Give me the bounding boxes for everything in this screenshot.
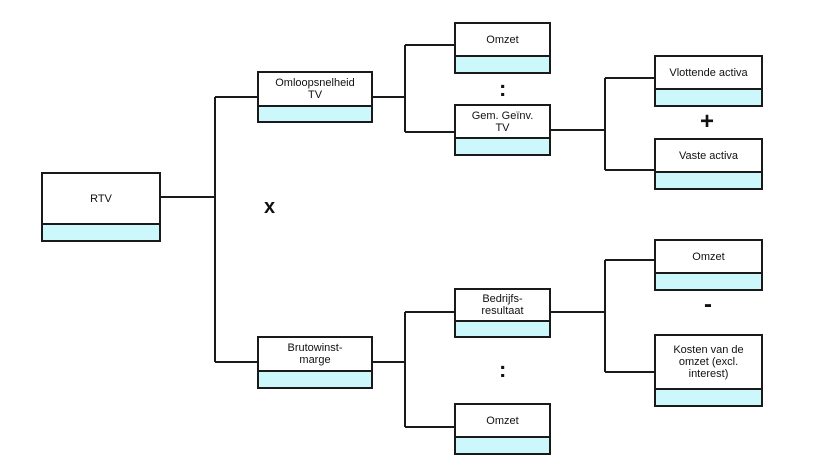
connector-bedrijfsresultaat (550, 259, 655, 373)
node-gem-geinv: Gem. Geïnv. TV (454, 104, 551, 156)
node-omzet-bottom-label: Omzet (486, 414, 519, 427)
node-omzet-bottom-value (456, 436, 549, 453)
node-brutowinstmarge-label: Brutowinst- marge (287, 342, 343, 366)
node-omzet-right-label: Omzet (692, 250, 725, 263)
operator-plus: + (700, 108, 715, 135)
node-kosten-omzet-label: Kosten van de omzet (excl. interest) (673, 344, 744, 380)
connector-gem-geinv (550, 77, 655, 171)
node-rtv: RTV (41, 172, 161, 242)
connector-brutowinstmarge (372, 311, 455, 428)
node-omzet-right: Omzet (654, 239, 763, 291)
node-omloopsnelheid-value (259, 105, 371, 121)
node-omloopsnelheid-label: Omloopsnelheid TV (275, 77, 355, 101)
node-vaste-activa-value (656, 171, 761, 188)
connector-rtv (160, 96, 258, 363)
node-omzet-right-value (656, 272, 761, 289)
node-vlottende-activa-label: Vlottende activa (669, 66, 748, 79)
operator-divide-bottom: : (499, 357, 507, 382)
operator-multiply: x (264, 196, 276, 218)
node-vlottende-activa: Vlottende activa (654, 55, 763, 107)
node-gem-geinv-label: Gem. Geïnv. TV (471, 109, 534, 134)
node-omzet-bottom: Omzet (454, 403, 551, 455)
node-bedrijfsresultaat: Bedrijfs- resultaat (454, 288, 551, 338)
node-omzet-top-label: Omzet (486, 33, 519, 46)
operator-divide-top: : (499, 76, 507, 101)
node-vaste-activa: Vaste activa (654, 138, 763, 190)
node-brutowinstmarge-value (259, 370, 371, 387)
connector-omloopsnelheid (372, 44, 455, 133)
node-kosten-omzet: Kosten van de omzet (excl. interest) (654, 334, 763, 407)
node-omzet-top-value (456, 55, 549, 72)
node-omloopsnelheid: Omloopsnelheid TV (257, 71, 373, 123)
node-gem-geinv-value (456, 137, 549, 154)
operator-minus: - (704, 291, 712, 318)
node-omzet-top: Omzet (454, 22, 551, 74)
node-vaste-activa-label: Vaste activa (678, 149, 739, 162)
node-rtv-label: RTV (90, 192, 112, 205)
node-bedrijfsresultaat-value (456, 320, 549, 336)
node-rtv-value (43, 223, 159, 240)
node-brutowinstmarge: Brutowinst- marge (257, 336, 373, 389)
node-bedrijfsresultaat-label: Bedrijfs- resultaat (481, 293, 524, 317)
node-kosten-omzet-value (656, 388, 761, 405)
node-vlottende-activa-value (656, 88, 761, 105)
